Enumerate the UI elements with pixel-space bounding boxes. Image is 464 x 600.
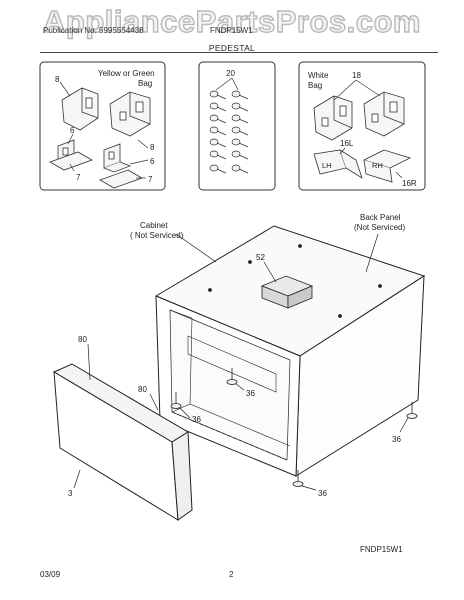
screw-set	[209, 90, 249, 174]
watermark: AppliancePartsPros.com	[42, 3, 421, 39]
back-panel-label-line1: Back Panel	[360, 213, 401, 222]
main-leaders	[73, 233, 409, 491]
leveling-leg-back-right	[406, 402, 418, 419]
callout-label: 8	[55, 75, 60, 84]
kit-box-brackets	[39, 61, 166, 191]
front-panel-part-3	[52, 363, 193, 521]
callout-label: 52	[256, 253, 265, 262]
tag-lh: LH	[322, 161, 332, 170]
bag-label-line2: Bag	[308, 81, 322, 90]
cabinet-label-line1: Cabinet	[140, 221, 168, 230]
callout-label: 3	[68, 489, 73, 498]
callout-label: 7	[76, 173, 81, 182]
bracket-part-16l	[313, 149, 363, 179]
plate-part-7b	[99, 169, 143, 189]
callout-label: 7	[148, 175, 153, 184]
clip-part-6b	[103, 143, 132, 173]
bag-label-line2: Bag	[138, 79, 152, 88]
kit-box-screws	[198, 61, 276, 191]
callout-label: 36	[192, 415, 201, 424]
model-number: FNDP15W1	[210, 26, 253, 35]
tag-rh: RH	[372, 161, 383, 170]
callout-label: 16L	[340, 139, 354, 148]
header-divider	[40, 52, 438, 53]
right-kit-leaders	[333, 79, 403, 179]
left-kit-leaders	[59, 81, 149, 179]
footer-date: 03/09	[40, 570, 61, 579]
page-title: PEDESTAL	[208, 43, 256, 53]
hinge-part-18a	[313, 95, 353, 141]
callout-label: 18	[352, 71, 361, 80]
publication-number: Publication No. 5995554438	[43, 26, 144, 35]
leveling-leg-front-left	[170, 392, 182, 409]
foam-block-part-52	[260, 275, 314, 309]
bracket-part-16r	[362, 149, 412, 183]
plate-part-7a	[49, 151, 93, 171]
callout-label: 6	[150, 157, 155, 166]
callout-label: 16R	[402, 179, 417, 188]
leveling-leg-inner	[226, 368, 238, 385]
back-panel-label-line2: (Not Serviced)	[354, 223, 405, 232]
screw-leaders	[215, 77, 239, 91]
bracket-part-8b	[109, 91, 151, 137]
hinge-part-18b	[363, 91, 405, 137]
cabinet-label-line2: ( Not Serviced)	[130, 231, 184, 240]
pedestal-cabinet	[154, 225, 426, 477]
callout-label: 20	[226, 69, 235, 78]
kit-box-hinges	[298, 61, 426, 191]
diagram-code: FNDP15W1	[360, 545, 403, 554]
callout-label: 36	[318, 489, 327, 498]
callout-label: 36	[392, 435, 401, 444]
callout-label: 8	[150, 143, 155, 152]
bag-label-line1: Yellow or Green	[98, 69, 155, 78]
bag-label-line1: White	[308, 71, 329, 80]
footer-page-number: 2	[229, 570, 234, 579]
callout-label: 80	[138, 385, 147, 394]
callout-label: 36	[246, 389, 255, 398]
bracket-part-8a	[61, 87, 99, 131]
callout-label: 80	[78, 335, 87, 344]
callout-label: 6	[70, 126, 75, 135]
leveling-leg-front-right	[292, 470, 304, 487]
